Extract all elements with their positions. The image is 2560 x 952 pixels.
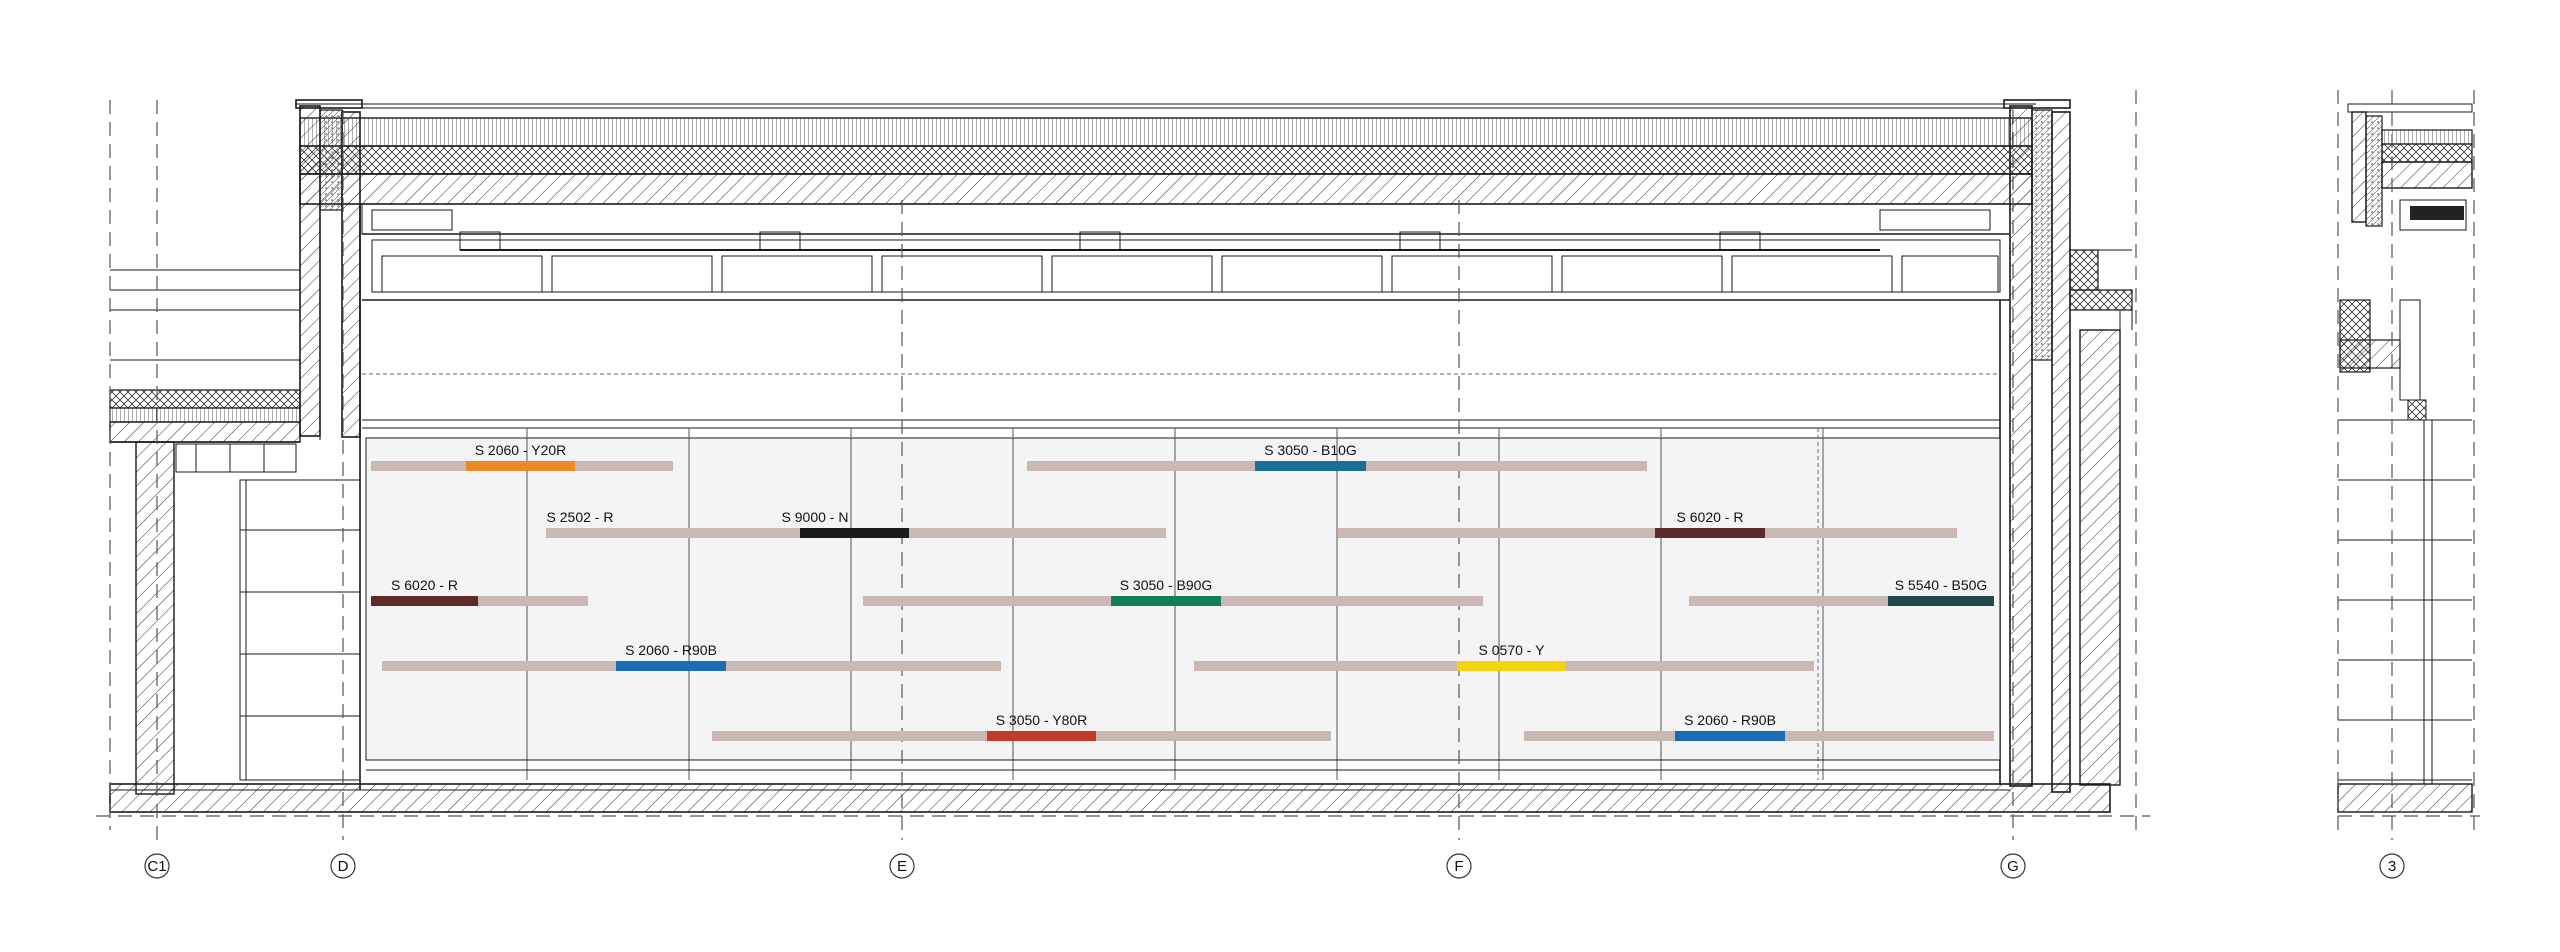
grid-axis-markers: C1 D E F G 3 xyxy=(144,853,2405,879)
colour-swatch-strip xyxy=(371,596,478,606)
grid-axis-label: F xyxy=(1454,858,1463,875)
grid-axis-circle xyxy=(144,853,170,879)
neutral-strip xyxy=(1338,528,1957,538)
grid-axis-circle xyxy=(330,853,356,879)
grid-axis-circle xyxy=(1446,853,1472,879)
colour-code-label: S 9000 - N xyxy=(782,509,849,525)
colour-code-label: S 3050 - Y80R xyxy=(996,712,1088,728)
colour-code-label: S 2060 - R90B xyxy=(625,642,717,658)
colour-code-label: S 0570 - Y xyxy=(1479,642,1546,658)
ceiling-zone xyxy=(361,203,2011,301)
colour-code-label: S 2502 - R xyxy=(547,509,614,525)
grid-axis-label: D xyxy=(338,858,349,875)
colour-swatch-strip xyxy=(1457,661,1566,671)
colour-swatch-strip xyxy=(1255,461,1366,471)
colour-swatch-strip xyxy=(1888,596,1994,606)
left-annex xyxy=(109,269,361,795)
floor-slab xyxy=(96,783,2150,817)
colour-strips: S 2060 - Y20R S 3050 - B10G S 9000 - N S 25… xyxy=(371,442,1994,741)
grid-axis-circle xyxy=(889,853,915,879)
right-detail-section xyxy=(2337,103,2480,817)
left-wall xyxy=(295,99,363,790)
colour-code-label: S 6020 - R xyxy=(1677,509,1744,525)
colour-code-label: S 5540 - B50G xyxy=(1895,577,1988,593)
grid-axis-circle xyxy=(2000,853,2026,879)
grid-axis-label: E xyxy=(897,858,907,875)
colour-swatch-strip xyxy=(1655,528,1765,538)
colour-swatch-strip xyxy=(1675,731,1785,741)
colour-swatch-strip xyxy=(1111,596,1221,606)
grid-axis-label: 3 xyxy=(2388,858,2396,875)
neutral-strip xyxy=(371,596,588,606)
right-wall xyxy=(2003,99,2133,793)
colour-swatch-strip xyxy=(616,661,726,671)
colour-code-label: S 2060 - Y20R xyxy=(475,442,567,458)
grid-axis-label: C1 xyxy=(147,858,166,875)
colour-swatch-strip xyxy=(987,731,1096,741)
colour-code-label: S 6020 - R xyxy=(391,577,458,593)
grid-axis-label: G xyxy=(2007,858,2019,875)
colour-code-label: S 2060 - R90B xyxy=(1684,712,1776,728)
roof-assembly xyxy=(296,103,2036,205)
colour-swatch-strip xyxy=(466,461,575,471)
grid-axis-circle xyxy=(2379,853,2405,879)
colour-code-label: S 3050 - B10G xyxy=(1264,442,1357,458)
colour-swatch-strip xyxy=(800,528,909,538)
colour-code-label: S 3050 - B90G xyxy=(1120,577,1213,593)
neutral-strip xyxy=(1689,596,1994,606)
